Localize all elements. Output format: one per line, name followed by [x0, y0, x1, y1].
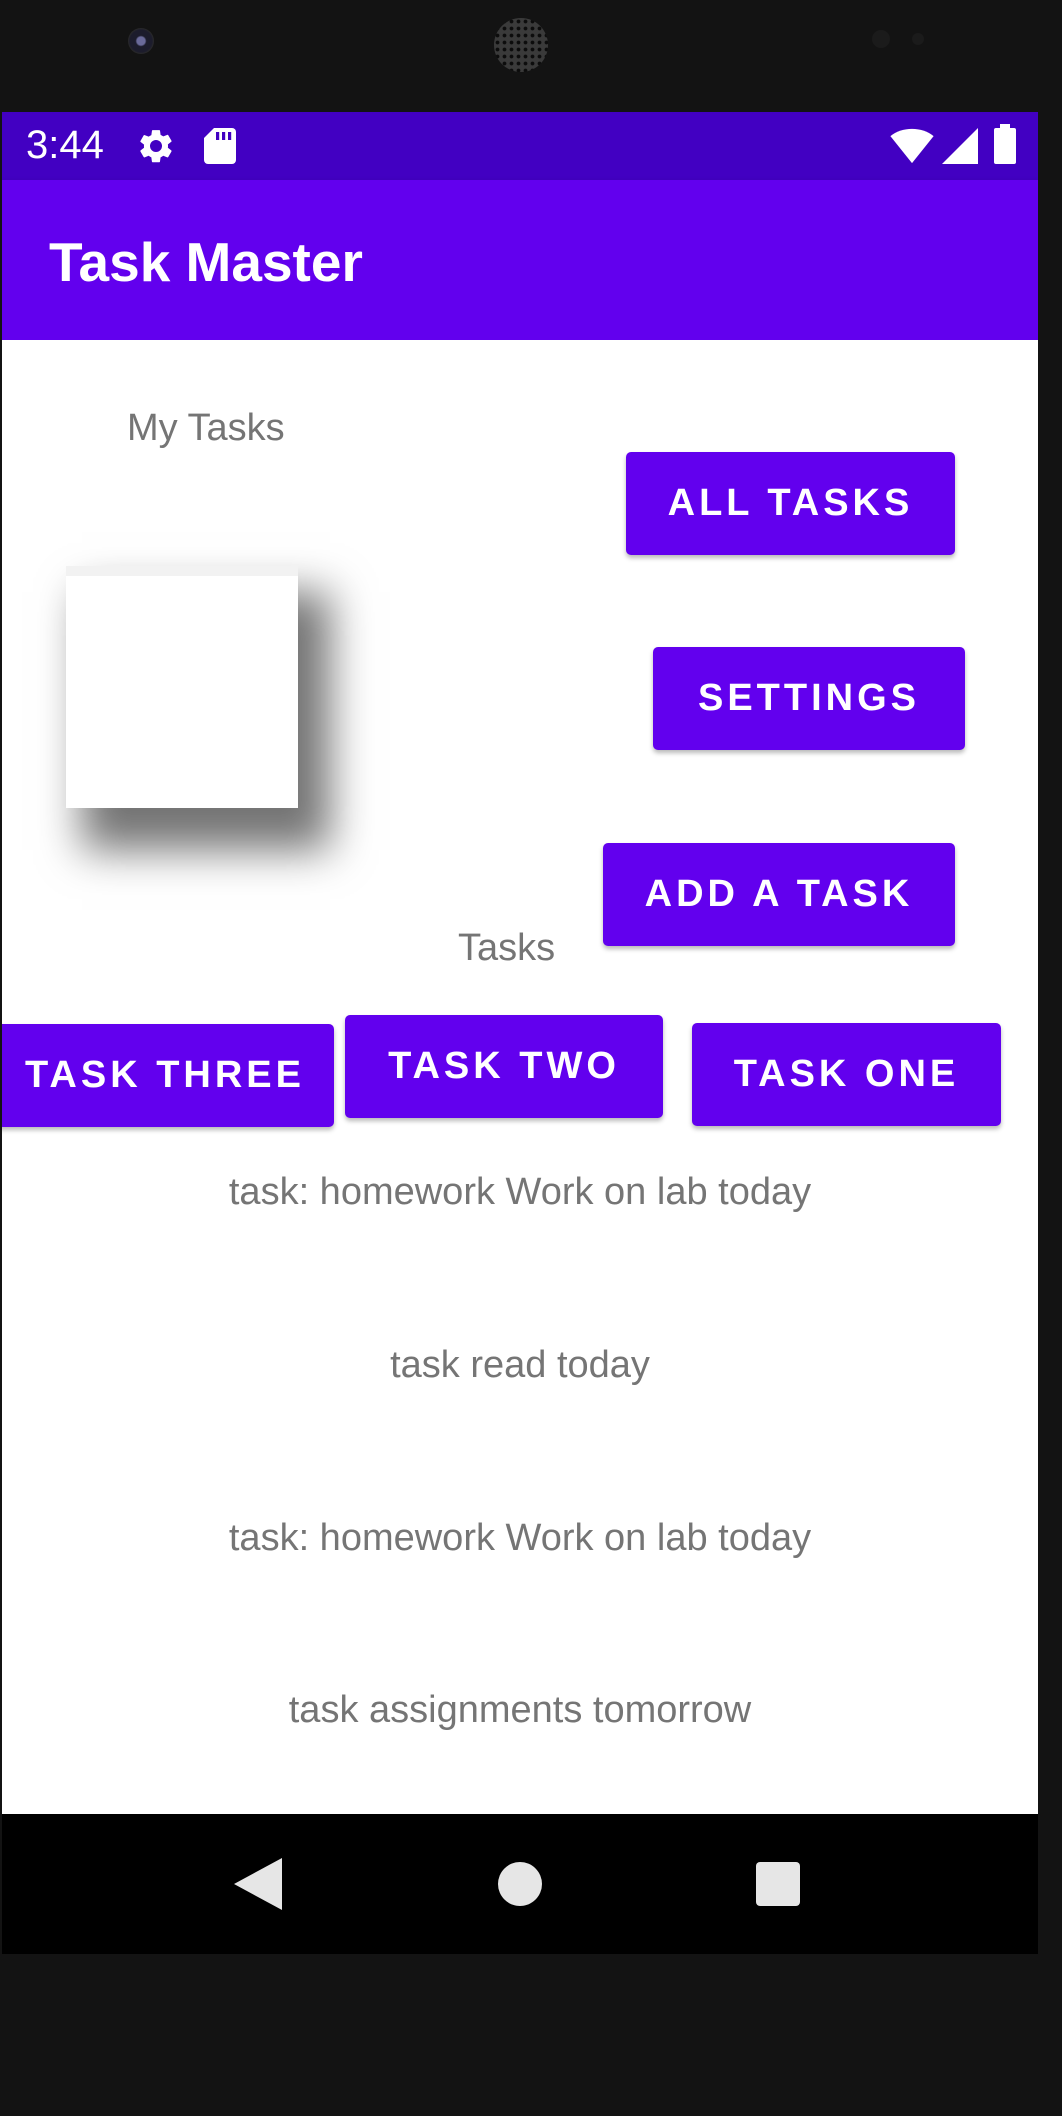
tasks-label: Tasks — [458, 927, 556, 969]
cell-signal-icon — [942, 128, 978, 169]
earpiece-speaker — [494, 18, 548, 72]
task-list-item[interactable]: task: homework Work on lab today — [228, 1517, 812, 1559]
task-list-item[interactable]: task assignments tomorrow — [288, 1689, 752, 1731]
light-sensor — [912, 33, 924, 45]
task-list-item[interactable]: task: homework Work on lab today — [228, 1171, 812, 1213]
status-bar: 3:44 — [2, 112, 1038, 180]
sd-card-icon — [204, 128, 236, 169]
task-image — [66, 566, 298, 808]
status-time: 3:44 — [26, 123, 104, 167]
proximity-sensor — [872, 30, 890, 48]
home-icon[interactable] — [488, 1852, 552, 1916]
app-bar: Task Master — [2, 180, 1038, 340]
app-title: Task Master — [49, 231, 363, 293]
gear-icon — [136, 126, 176, 171]
task-list-item[interactable]: task read today — [390, 1344, 650, 1386]
wifi-icon — [890, 128, 934, 169]
task-one-button[interactable]: Task One — [692, 1023, 1001, 1126]
task-three-button[interactable]: Task Three — [2, 1024, 334, 1127]
main-content: My Tasks All Tasks Settings Add a Task T… — [2, 340, 1038, 1814]
task-two-button[interactable]: Task Two — [345, 1015, 663, 1118]
add-task-button[interactable]: Add a Task — [603, 843, 955, 946]
my-tasks-label: My Tasks — [127, 407, 285, 449]
navigation-bar — [2, 1814, 1038, 1954]
battery-icon — [994, 124, 1016, 169]
phone-screen: 3:44 — [2, 112, 1038, 1954]
back-icon[interactable] — [226, 1852, 290, 1916]
all-tasks-button[interactable]: All Tasks — [626, 452, 955, 555]
recents-icon[interactable] — [746, 1852, 810, 1916]
settings-button[interactable]: Settings — [653, 647, 965, 750]
front-camera — [128, 28, 154, 54]
